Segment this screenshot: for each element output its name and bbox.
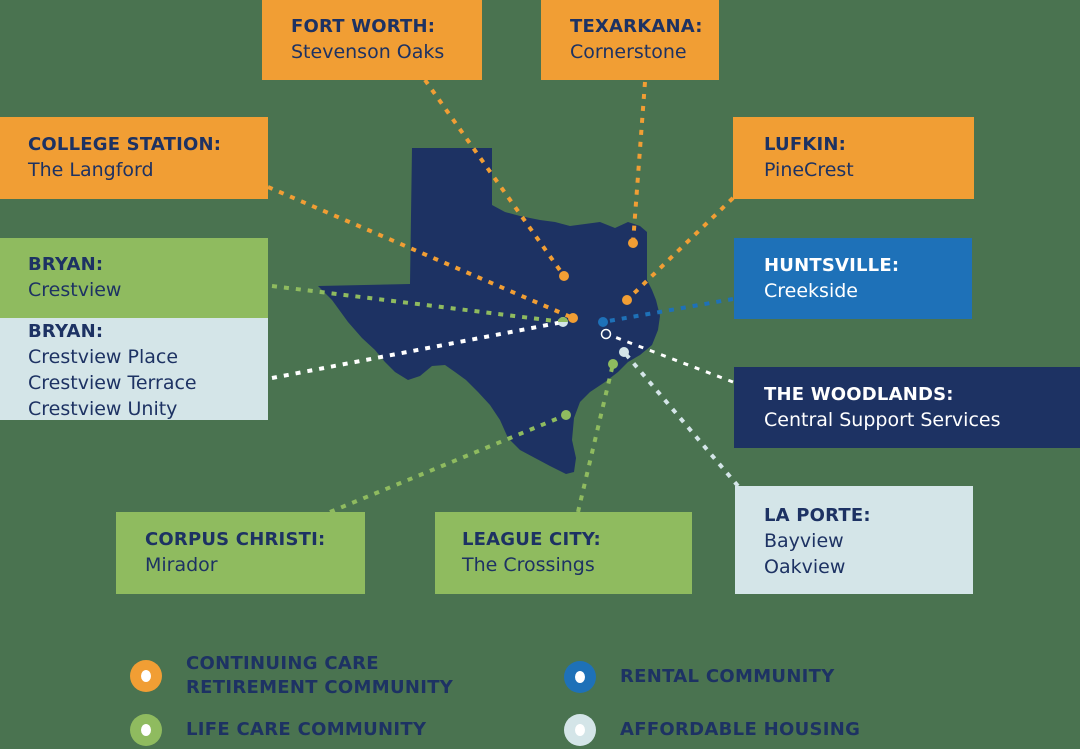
connector-fort-worth: [423, 78, 566, 278]
community-name: PineCrest: [764, 159, 854, 181]
community-name: Crestview Unity: [28, 398, 178, 420]
dot-fort-worth: [559, 271, 569, 281]
legend-label-line: RENTAL COMMUNITY: [620, 666, 835, 687]
green-dot-icon: [130, 714, 162, 746]
connector-bryan-life-care: [271, 284, 564, 324]
legend-label-line: AFFORDABLE HOUSING: [620, 719, 861, 740]
location-box-bryan-affordable: BRYAN: Crestview Place Crestview Terrace…: [0, 318, 268, 420]
community-name: Central Support Services: [764, 408, 1001, 431]
location-box-league-city: LEAGUE CITY: The Crossings: [435, 512, 692, 594]
city-label: FORT WORTH:: [291, 16, 436, 37]
location-box-la-porte: LA PORTE: Bayview Oakview: [735, 486, 973, 594]
community-name: Crestview Terrace: [28, 372, 197, 394]
location-box-college-station: COLLEGE STATION: The Langford: [0, 117, 268, 199]
city-label: BRYAN:: [28, 254, 104, 275]
community-name: Cornerstone: [570, 41, 687, 63]
city-label: THE WOODLANDS:: [764, 383, 954, 405]
connector-college-station: [267, 185, 574, 320]
connector-league-city: [576, 363, 615, 513]
location-box-corpus-christi: CORPUS CHRISTI: Mirador: [116, 512, 365, 594]
legend-affordable: AFFORDABLE HOUSING: [564, 714, 860, 746]
city-label: COLLEGE STATION:: [28, 134, 222, 155]
dot-texarkana: [628, 238, 638, 248]
connector-huntsville: [602, 297, 734, 324]
location-box-the-woodlands: THE WOODLANDS: Central Support Services: [734, 367, 1080, 448]
community-name: Bayview: [764, 530, 844, 552]
legend-label-line: LIFE CARE COMMUNITY: [186, 719, 427, 740]
community-name: Oakview: [764, 556, 846, 578]
community-name: Mirador: [145, 554, 218, 576]
dot-lufkin: [622, 295, 632, 305]
city-label: LUFKIN:: [764, 134, 847, 155]
pale-dot-icon: [564, 714, 596, 746]
city-label: CORPUS CHRISTI:: [145, 529, 326, 550]
connector-corpus-christi: [329, 413, 567, 514]
community-name: Crestview Place: [28, 346, 179, 368]
connector-lufkin: [625, 196, 735, 302]
dot-college-station: [568, 313, 578, 323]
dot-league-city: [608, 359, 618, 369]
location-box-lufkin: LUFKIN: PineCrest: [733, 117, 974, 199]
connector-bryan-affordable: [271, 320, 564, 380]
community-name: Creekside: [764, 279, 858, 302]
dot-la-porte: [619, 347, 629, 357]
location-box-fort-worth: FORT WORTH: Stevenson Oaks: [262, 0, 482, 80]
location-box-bryan-life-care: BRYAN: Crestview: [0, 238, 268, 318]
location-box-texarkana: TEXARKANA: Cornerstone: [541, 0, 719, 80]
connector-the-woodlands: [611, 334, 734, 384]
legend-life-care: LIFE CARE COMMUNITY: [130, 714, 426, 746]
city-label: LEAGUE CITY:: [462, 529, 601, 550]
community-name: The Langford: [28, 159, 154, 181]
legend-continuing-care: CONTINUING CARE RETIREMENT COMMUNITY: [130, 652, 453, 700]
dot-bryan-life-care-half: [558, 317, 568, 322]
city-label: BRYAN:: [28, 321, 104, 342]
connector-texarkana: [631, 81, 647, 244]
location-box-huntsville: HUNTSVILLE: Creekside: [734, 238, 972, 319]
city-label: LA PORTE:: [764, 505, 871, 526]
community-name: The Crossings: [462, 554, 595, 576]
dot-huntsville: [598, 317, 608, 327]
dot-corpus-christi: [561, 410, 571, 420]
blue-dot-icon: [564, 661, 596, 693]
legend-label-line: CONTINUING CARE: [186, 653, 379, 674]
community-name: Stevenson Oaks: [291, 41, 445, 63]
city-label: HUNTSVILLE:: [764, 254, 900, 276]
community-name: Crestview: [28, 279, 122, 301]
connector-la-porte: [622, 350, 740, 488]
legend-label-line: RETIREMENT COMMUNITY: [186, 677, 454, 698]
city-label: TEXARKANA:: [570, 16, 703, 37]
orange-dot-icon: [130, 660, 162, 692]
legend-rental: RENTAL COMMUNITY: [564, 661, 835, 693]
dot-the-woodlands: [600, 328, 612, 340]
